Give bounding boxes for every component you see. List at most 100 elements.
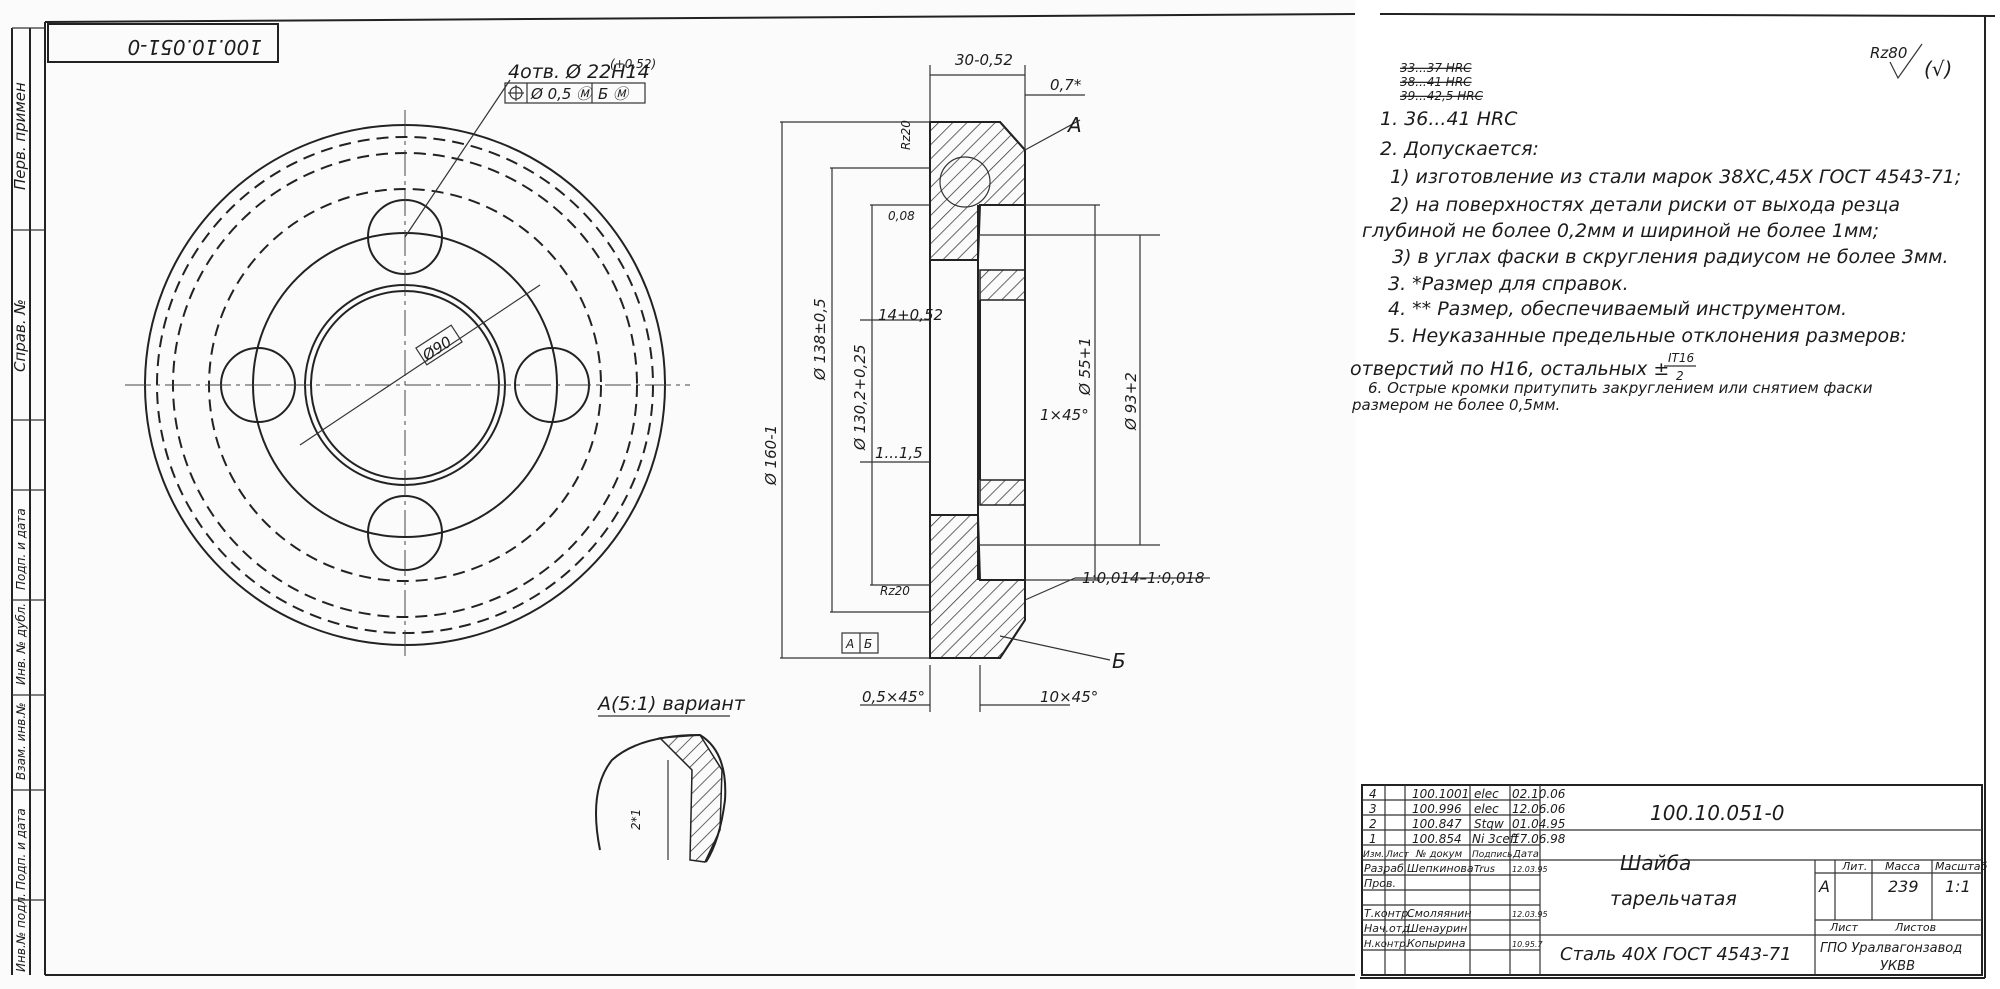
side-label-1: Перв. примен	[11, 82, 29, 190]
role-date-5: 10.95.7	[1512, 940, 1543, 949]
note-line-9: 5. Неуказанные предельные отклонения раз…	[1388, 325, 1907, 347]
rev-date-3: 01.04.95	[1512, 817, 1565, 831]
chamfer-10: 10×45°	[1040, 688, 1098, 706]
part-name-2: тарельчатая	[1610, 888, 1737, 910]
part-name-1: Шайба	[1620, 851, 1691, 875]
side-label-2: Справ. №	[11, 299, 29, 372]
rev-doc-4: 100.854	[1412, 832, 1462, 846]
mass-label: Масса	[1885, 860, 1920, 873]
scale-value: 1:1	[1945, 877, 1971, 896]
dim-width: 30-0,52	[955, 51, 1013, 69]
note-line-11: 6. Острые кромки притупить закруглением …	[1368, 379, 1873, 397]
rev-n-4: 1	[1369, 832, 1377, 846]
dim-07: 0,7*	[1050, 76, 1082, 94]
side-label-7: Инв.№ подл.	[14, 893, 28, 972]
sheet-right	[1355, 0, 2000, 989]
dim-138: Ø 138±0,5	[811, 298, 829, 381]
label-a: A	[1066, 113, 1082, 137]
hole-hatch-top	[979, 269, 1026, 301]
roughness-mark: Rz80 (√)	[1870, 43, 1952, 81]
doc-number: 100.10.051-0	[1650, 801, 1784, 825]
role-4: Нач.отд.	[1364, 922, 1413, 935]
role-2: Пров.	[1364, 877, 1396, 890]
note-line-4: 2) на поверхностях детали риски от выход…	[1390, 194, 1900, 216]
role-name-5: Копырина	[1407, 937, 1466, 950]
hole-hatch-bottom	[979, 479, 1026, 506]
company-1: ГПО Уралвагонзавод	[1820, 941, 1962, 956]
rev-n-2: 3	[1369, 802, 1377, 816]
label-b: Б	[1112, 649, 1126, 673]
company-2: УКВВ	[1880, 959, 1915, 974]
rev-date-4: 17.06.98	[1512, 832, 1566, 846]
role-date-1: 12.03.95	[1512, 865, 1548, 874]
rev-header-3: № докум	[1415, 849, 1463, 860]
technical-notes: 33...37 HRC 38...41 HRC 39...42,5 HRC 1.…	[1350, 61, 1961, 414]
taper: 1:0,014–1:0,018	[1082, 569, 1205, 587]
detail-a-circle	[939, 156, 991, 208]
detail-hatch	[658, 734, 723, 863]
dim-130-2: Ø 130,2+0,25	[851, 345, 869, 451]
rev-date-1: 02.10.06	[1512, 787, 1566, 801]
note-line-10: отверстий по H16, остальных ±	[1350, 358, 1669, 380]
position-tolerance-frame	[504, 82, 646, 104]
rz20-top: Rz20	[899, 120, 913, 150]
side-label-5: Взам. инв.№	[14, 702, 28, 780]
detail-label: A(5:1) вариант	[596, 693, 746, 715]
corner-number-box: 100.10.051-0	[47, 23, 279, 63]
note-line-1: 1. 36...41 HRC	[1380, 108, 1518, 130]
frame-top	[44, 13, 1356, 23]
datum-b: Б	[864, 637, 872, 651]
dim-160: Ø 160-1	[762, 425, 780, 486]
dim-93: Ø 93+2	[1122, 372, 1140, 431]
flat-008: 0,08	[888, 209, 915, 223]
dim-14: 14+0,52	[878, 306, 943, 324]
note-line-5: глубиной не более 0,2мм и шириной не бол…	[1362, 220, 1879, 242]
role-name-4: Шенаурин	[1407, 922, 1467, 935]
role-5: Н.контр.	[1364, 939, 1409, 950]
note-fraction-numerator: IT16	[1668, 351, 1695, 365]
chamfer-1x45: 1×45°	[1040, 406, 1089, 424]
rev-header-2: Лист	[1385, 850, 1410, 860]
note-line-2: 2. Допускается:	[1380, 138, 1539, 160]
holes-tolerance: (+0,52)	[610, 57, 656, 71]
note-crossed-1: 33...37 HRC	[1400, 61, 1472, 75]
diameter-line	[299, 284, 541, 446]
role-1: Разраб.	[1364, 862, 1407, 875]
role-date-3: 12.03.95	[1512, 910, 1548, 919]
rev-sign-4: Ni 3ceff	[1472, 832, 1520, 846]
range-1-15: 1...1,5	[875, 444, 923, 462]
rev-sign-3: Stqw	[1474, 817, 1504, 831]
roughness-symbol: (√)	[1924, 57, 1952, 81]
sheets-label: Листов	[1894, 921, 1936, 934]
rev-n-3: 2	[1369, 817, 1377, 831]
detail-view: A(5:1) вариант 2*1	[595, 693, 746, 863]
chamfer-05: 0,5×45°	[862, 688, 925, 706]
note-line-12: размером не более 0,5мм.	[1351, 396, 1560, 414]
lit-label: Лит.	[1841, 860, 1867, 873]
note-line-8: 4. ** Размер, обеспечиваемый инструменто…	[1388, 298, 1847, 320]
position-tolerance: Ø 0,5 Ⓜ	[530, 85, 593, 103]
title-block: 4 100.1001 elec 02.10.06 3 100.996 elec …	[1361, 784, 1987, 976]
datum-reference: Б Ⓜ	[598, 85, 630, 103]
rev-doc-2: 100.996	[1412, 802, 1462, 816]
side-label-6: Подп. и дата	[14, 808, 28, 890]
detail-dim: 2*1	[629, 809, 643, 830]
rev-header-5: Дата	[1512, 849, 1539, 860]
dim-55: Ø 55+1	[1076, 337, 1094, 396]
note-line-6: 3) в углах фаски в скругления радиусом н…	[1392, 246, 1949, 268]
rev-doc-3: 100.847	[1412, 817, 1462, 831]
roughness-label: Rz80	[1870, 44, 1907, 62]
role-3: Т.контр.	[1364, 907, 1412, 920]
side-label-4: Инв. № дубл.	[14, 603, 28, 685]
role-name-3: Смоляянин	[1407, 907, 1472, 920]
note-fraction-denominator: 2	[1676, 369, 1684, 383]
rev-header-1: Изм.	[1363, 850, 1384, 860]
frame-top-right	[1379, 13, 1996, 17]
datum-a: А	[845, 637, 854, 651]
mass-value: 239	[1888, 877, 1919, 896]
rz20-bottom: Rz20	[880, 584, 910, 598]
note-crossed-3: 39...42,5 HRC	[1400, 89, 1484, 103]
front-view: 4отв. Ø 22H14 (+0,52) Ø 0,5 Ⓜ Б Ⓜ Ø90	[125, 57, 690, 660]
note-crossed-2: 38...41 HRC	[1400, 75, 1472, 89]
